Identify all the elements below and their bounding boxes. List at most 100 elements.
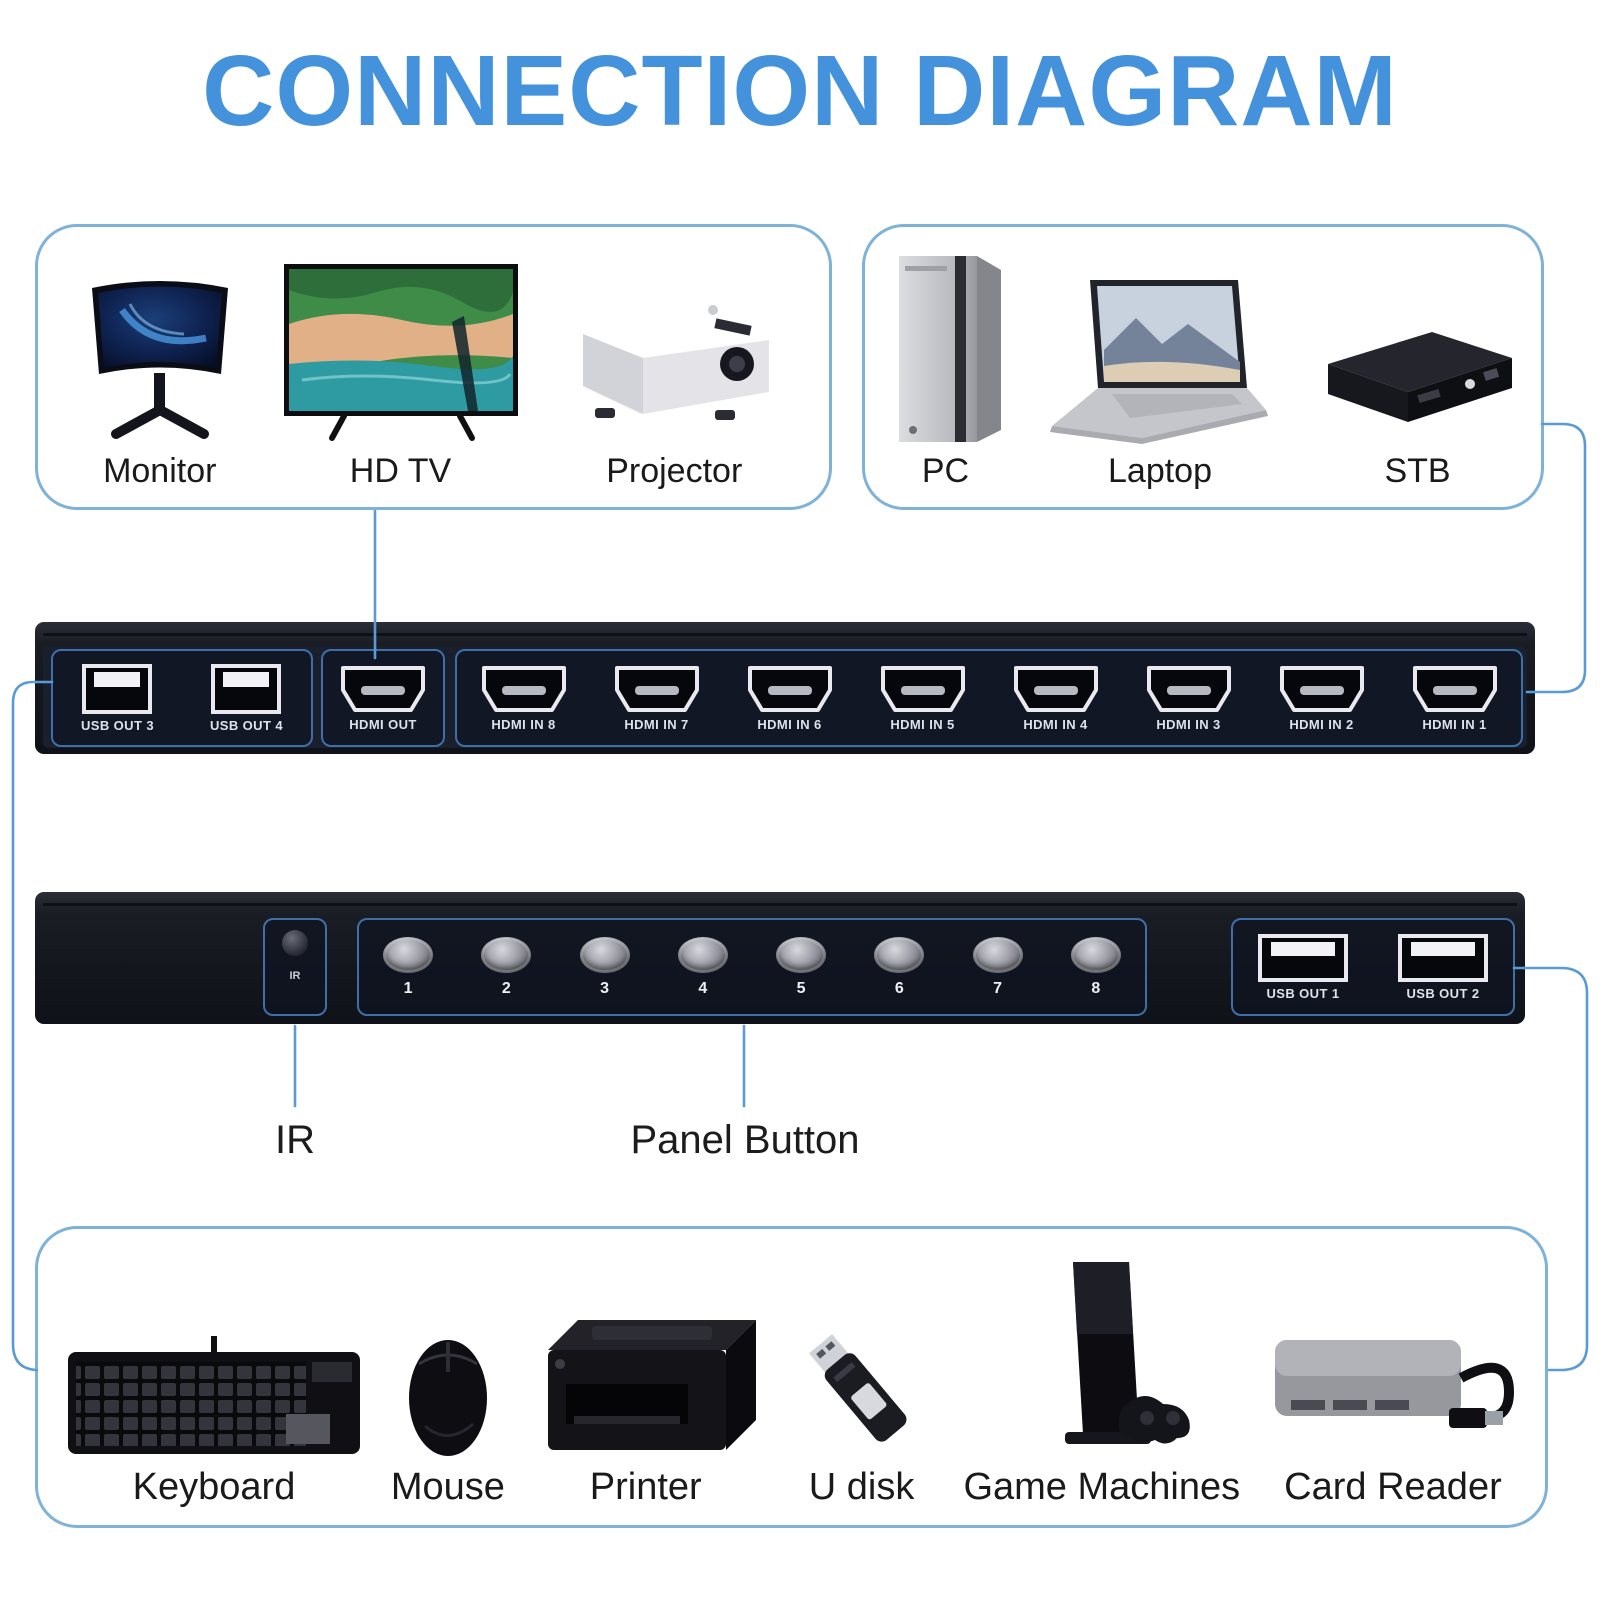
hdmi-in-4-label: HDMI IN 4 (1023, 717, 1088, 732)
front-usb-out-group: USB OUT 1 USB OUT 2 (1231, 918, 1515, 1016)
hdmi-in-group: HDMI IN 8 HDMI IN 7 HDMI IN 6 HDMI IN 5 (455, 649, 1523, 747)
laptop-device: Laptop (1026, 276, 1294, 507)
hdmi-in-2-label: HDMI IN 2 (1289, 717, 1354, 732)
ir-annotation: IR (275, 1118, 315, 1162)
button-icon (481, 936, 532, 973)
projector-label: Projector (606, 452, 743, 490)
keyboard-label: Keyboard (132, 1466, 296, 1508)
stb-label: STB (1384, 452, 1451, 490)
hdmi-in-8-label: HDMI IN 8 (491, 717, 556, 732)
usb-out-2-label: USB OUT 2 (1406, 986, 1480, 1001)
panel-button-3: 3 (579, 936, 630, 998)
panel-button-4: 4 (677, 936, 728, 998)
keyboard-image (64, 1330, 364, 1460)
kvm-rear-panel: USB OUT 3 USB OUT 4 HDMI OUT HDMI IN 8 (35, 622, 1535, 754)
button-6-label: 6 (894, 979, 904, 997)
usb-out-3-port: USB OUT 3 (81, 663, 154, 733)
monitor-device: Monitor (84, 276, 236, 507)
button-icon (677, 936, 728, 973)
hdmi-in-8-port: HDMI IN 8 (480, 664, 568, 732)
usb-out-4-port: USB OUT 4 (210, 663, 283, 733)
card-reader-device: Card Reader (1267, 1308, 1519, 1525)
pc-image (885, 252, 1007, 444)
mouse-device: Mouse (391, 1330, 505, 1525)
hdmi-in-5-label: HDMI IN 5 (890, 717, 955, 732)
ir-receiver-icon (282, 930, 308, 956)
hdmi-port-icon (880, 666, 965, 712)
hdmi-in-6-port: HDMI IN 6 (746, 664, 834, 732)
panel-buttons-group: 1 2 3 4 5 6 7 8 (357, 918, 1147, 1016)
source-devices-box: PC Laptop STB (862, 224, 1544, 510)
panel-button-7: 7 (972, 936, 1023, 998)
hdmi-port-icon (341, 666, 425, 712)
monitor-label: Monitor (103, 452, 217, 490)
udisk-device: U disk (787, 1310, 937, 1525)
hdmi-in-5-port: HDMI IN 5 (879, 664, 967, 732)
panel-button-6: 6 (874, 936, 925, 998)
hdtv-image (282, 262, 520, 444)
panel-button-1: 1 (383, 936, 434, 998)
panel-button-5: 5 (776, 936, 827, 998)
panel-button-8: 8 (1070, 936, 1121, 998)
button-icon (579, 936, 630, 973)
hdtv-device: HD TV (282, 262, 520, 507)
printer-device: Printer (532, 1292, 760, 1525)
button-4-label: 4 (698, 979, 708, 997)
hdmi-in-6-label: HDMI IN 6 (757, 717, 822, 732)
hdmi-in-3-label: HDMI IN 3 (1156, 717, 1221, 732)
usb-port-icon (1258, 934, 1348, 982)
button-7-label: 7 (993, 979, 1003, 997)
button-3-label: 3 (600, 979, 610, 997)
button-5-label: 5 (796, 979, 806, 997)
projector-image (565, 292, 783, 444)
hdmi-port-icon (1279, 666, 1364, 712)
hdmi-port-icon (747, 666, 832, 712)
hdmi-out-label: HDMI OUT (349, 717, 417, 732)
hdmi-in-2-port: HDMI IN 2 (1278, 664, 1366, 732)
hdmi-port-icon (1013, 666, 1098, 712)
peripherals-box: Keyboard Mouse Printer (35, 1226, 1548, 1528)
button-icon (972, 936, 1023, 973)
usb-port-icon (211, 664, 282, 714)
hdmi-in-7-label: HDMI IN 7 (624, 717, 689, 732)
mouse-label: Mouse (390, 1466, 505, 1508)
laptop-label: Laptop (1108, 452, 1212, 490)
usb-port-icon (1398, 934, 1488, 982)
panel-button-annotation: Panel Button (630, 1118, 860, 1162)
hdmi-in-1-label: HDMI IN 1 (1422, 717, 1487, 732)
printer-image (532, 1292, 760, 1460)
display-devices-box: Monitor HD TV (35, 224, 832, 510)
button-icon (874, 936, 925, 973)
page-title: CONNECTION DIAGRAM (202, 35, 1398, 147)
usb-out-3-label: USB OUT 3 (81, 718, 154, 733)
udisk-label: U disk (808, 1466, 915, 1508)
stb-device: STB (1314, 318, 1522, 507)
hdmi-in-3-port: HDMI IN 3 (1145, 664, 1233, 732)
panel-button-2: 2 (481, 936, 532, 998)
button-icon (776, 936, 827, 973)
hdmi-in-1-port: HDMI IN 1 (1411, 664, 1499, 732)
usb-port-icon (82, 664, 153, 714)
hdmi-port-icon (614, 666, 699, 712)
usb-out-1-port: USB OUT 1 (1257, 933, 1349, 1001)
usb-out-4-label: USB OUT 4 (210, 718, 283, 733)
pc-device: PC (885, 252, 1007, 507)
printer-label: Printer (589, 1466, 702, 1508)
button-8-label: 8 (1091, 979, 1101, 997)
button-1-label: 1 (403, 979, 413, 997)
hdmi-in-7-port: HDMI IN 7 (613, 664, 701, 732)
card-reader-image (1267, 1308, 1519, 1460)
monitor-image (84, 276, 236, 444)
game-machine-label: Game Machines (963, 1466, 1241, 1508)
mouse-image (401, 1330, 495, 1460)
hdmi-port-icon (481, 666, 566, 712)
button-2-label: 2 (501, 979, 511, 997)
card-reader-label: Card Reader (1284, 1466, 1502, 1508)
button-icon (1070, 936, 1121, 973)
hdtv-label: HD TV (349, 452, 452, 490)
usb-out-1-label: USB OUT 1 (1266, 986, 1340, 1001)
ir-window-label: IR (289, 970, 301, 982)
keyboard-device: Keyboard (64, 1330, 364, 1525)
game-machine-device: Game Machines (963, 1256, 1240, 1525)
stb-image (1314, 318, 1522, 444)
